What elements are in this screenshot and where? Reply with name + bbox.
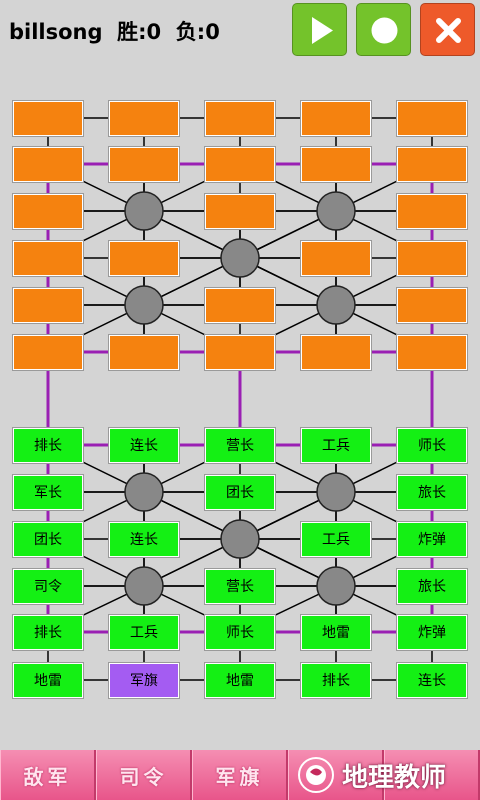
enemy-piece[interactable]	[108, 333, 180, 371]
flag-button[interactable]: 军旗	[192, 750, 288, 800]
my-piece[interactable]: 营长	[204, 426, 276, 464]
my-piece[interactable]: 炸弹	[396, 520, 468, 558]
enemy-camp[interactable]	[220, 238, 260, 278]
my-piece[interactable]: 连长	[108, 426, 180, 464]
enemy-piece[interactable]	[300, 333, 372, 371]
my-piece[interactable]: 营长	[204, 567, 276, 605]
my-piece[interactable]: 连长	[108, 520, 180, 558]
enemy-piece[interactable]	[204, 145, 276, 183]
my-piece[interactable]: 地雷	[12, 661, 84, 699]
enemy-piece[interactable]	[204, 99, 276, 137]
my-piece[interactable]: 旅长	[396, 567, 468, 605]
mine-camp[interactable]	[124, 566, 164, 606]
enemy-piece[interactable]	[396, 333, 468, 371]
my-piece[interactable]: 地雷	[204, 661, 276, 699]
player-status: billsong 胜:0 负:0	[9, 20, 220, 44]
enemy-piece[interactable]	[204, 192, 276, 230]
enemy-piece[interactable]	[12, 192, 84, 230]
enemy-piece[interactable]	[12, 286, 84, 324]
mine-camp[interactable]	[220, 519, 260, 559]
enemy-piece[interactable]	[300, 239, 372, 277]
mine-camp[interactable]	[124, 472, 164, 512]
my-piece[interactable]: 炸弹	[396, 613, 468, 651]
my-piece[interactable]: 连长	[396, 661, 468, 699]
play-icon	[312, 17, 333, 44]
my-piece[interactable]: 地雷	[300, 613, 372, 651]
my-piece[interactable]: 团长	[12, 520, 84, 558]
watermark: 地理教师	[296, 752, 478, 798]
my-piece[interactable]: 排长	[12, 426, 84, 464]
enemy-piece[interactable]	[12, 239, 84, 277]
enemy-piece[interactable]	[396, 192, 468, 230]
mine-camp[interactable]	[316, 566, 356, 606]
enemy-piece[interactable]	[204, 333, 276, 371]
play-button[interactable]	[292, 3, 347, 56]
globe-logo-icon	[298, 757, 334, 793]
enemy-piece[interactable]	[396, 239, 468, 277]
enemy-piece[interactable]	[12, 145, 84, 183]
enemy-piece[interactable]	[396, 286, 468, 324]
my-piece[interactable]: 工兵	[300, 520, 372, 558]
my-piece[interactable]: 工兵	[300, 426, 372, 464]
close-button[interactable]	[420, 3, 475, 56]
game-board: 排长连长营长工兵师长军长团长旅长团长连长工兵炸弹司令营长旅长排长工兵师长地雷炸弹…	[12, 99, 468, 699]
my-piece[interactable]: 工兵	[108, 613, 180, 651]
enemy-piece[interactable]	[204, 286, 276, 324]
enemy-piece[interactable]	[12, 99, 84, 137]
enemy-camp[interactable]	[124, 191, 164, 231]
my-piece[interactable]: 师长	[396, 426, 468, 464]
enemy-camp[interactable]	[316, 285, 356, 325]
my-piece[interactable]: 师长	[204, 613, 276, 651]
enemy-camp[interactable]	[124, 285, 164, 325]
enemy-piece[interactable]	[108, 99, 180, 137]
enemy-piece[interactable]	[108, 145, 180, 183]
circle-icon	[371, 17, 398, 44]
enemy-piece[interactable]	[396, 145, 468, 183]
my-piece[interactable]: 旅长	[396, 473, 468, 511]
my-piece[interactable]: 团长	[204, 473, 276, 511]
my-piece[interactable]: 排长	[300, 661, 372, 699]
watermark-text: 地理教师	[342, 762, 447, 793]
bottom-toolbar: 敌军 司令 军旗	[0, 750, 480, 800]
commander-button[interactable]: 司令	[96, 750, 192, 800]
stop-button[interactable]	[356, 3, 411, 56]
enemy-button[interactable]: 敌军	[0, 750, 96, 800]
toolbar-button-4[interactable]	[288, 750, 384, 800]
enemy-piece[interactable]	[300, 145, 372, 183]
toolbar-button-5[interactable]	[384, 750, 480, 800]
my-piece[interactable]: 排长	[12, 613, 84, 651]
my-flag-piece[interactable]: 军旗	[108, 661, 180, 699]
close-icon	[436, 18, 461, 43]
my-piece[interactable]: 军长	[12, 473, 84, 511]
enemy-piece[interactable]	[396, 99, 468, 137]
header-bar: billsong 胜:0 负:0	[0, 0, 480, 62]
my-piece[interactable]: 司令	[12, 567, 84, 605]
mine-camp[interactable]	[316, 472, 356, 512]
enemy-piece[interactable]	[108, 239, 180, 277]
enemy-piece[interactable]	[300, 99, 372, 137]
enemy-camp[interactable]	[316, 191, 356, 231]
enemy-piece[interactable]	[12, 333, 84, 371]
